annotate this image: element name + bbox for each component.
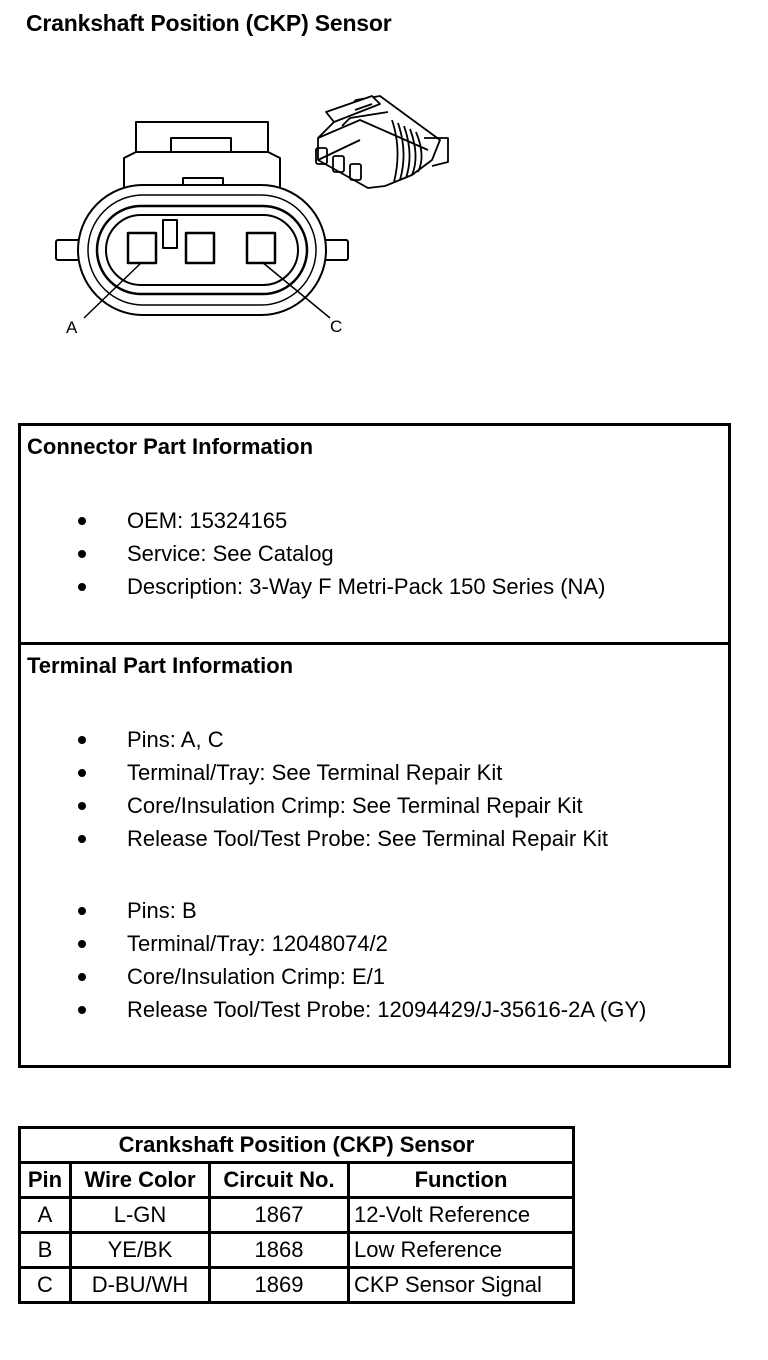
list-item: Pins: B [21, 894, 728, 927]
page-title: Crankshaft Position (CKP) Sensor [26, 10, 392, 36]
connector-face-drawing [55, 121, 349, 319]
list-item: Terminal/Tray: 12048074/2 [21, 927, 728, 960]
connector-part-list: OEM: 15324165 Service: See Catalog Descr… [21, 504, 728, 603]
circuit-number-cell: 1869 [208, 1266, 350, 1304]
bullet-icon [78, 907, 86, 915]
connector-diagram: A C [0, 60, 768, 360]
pin-cell: B [18, 1231, 72, 1269]
list-item: Terminal/Tray: See Terminal Repair Kit [21, 756, 728, 789]
pin-cell: A [18, 1196, 72, 1234]
table-caption: Crankshaft Position (CKP) Sensor [18, 1126, 575, 1164]
terminal-group-pin-b: Pins: B Terminal/Tray: 12048074/2 Core/I… [21, 894, 728, 1026]
function-cell: CKP Sensor Signal [347, 1266, 575, 1304]
list-item: Description: 3-Way F Metri-Pack 150 Seri… [21, 570, 728, 603]
bullet-icon [78, 973, 86, 981]
bullet-icon [78, 1006, 86, 1014]
list-item: Service: See Catalog [21, 537, 728, 570]
wire-color-cell: YE/BK [69, 1231, 211, 1269]
pin-label-a: A [66, 318, 78, 337]
connector-isometric-drawing [315, 95, 449, 189]
list-item: OEM: 15324165 [21, 504, 728, 537]
bullet-icon [78, 835, 86, 843]
connector-part-info-section: Connector Part Information OEM: 15324165… [21, 426, 728, 645]
column-header-wire-color: Wire Color [69, 1161, 211, 1199]
bullet-icon [78, 769, 86, 777]
table-row: B YE/BK 1868 Low Reference [18, 1231, 575, 1269]
column-header-circuit-no: Circuit No. [208, 1161, 350, 1199]
list-item: Release Tool/Test Probe: See Terminal Re… [21, 822, 728, 855]
bullet-icon [78, 583, 86, 591]
terminal-group-pins-a-c: Pins: A, C Terminal/Tray: See Terminal R… [21, 723, 728, 855]
column-header-function: Function [347, 1161, 575, 1199]
function-cell: Low Reference [347, 1231, 575, 1269]
table-row: C D-BU/WH 1869 CKP Sensor Signal [18, 1266, 575, 1304]
list-item: Pins: A, C [21, 723, 728, 756]
function-cell: 12-Volt Reference [347, 1196, 575, 1234]
pin-function-table: Crankshaft Position (CKP) Sensor Pin Wir… [18, 1126, 575, 1304]
pin-label-c: C [330, 317, 342, 336]
pin-cell: C [18, 1266, 72, 1304]
bullet-icon [78, 550, 86, 558]
column-header-pin: Pin [18, 1161, 72, 1199]
bullet-icon [78, 940, 86, 948]
part-information-box: Connector Part Information OEM: 15324165… [18, 423, 731, 1068]
bullet-icon [78, 517, 86, 525]
wire-color-cell: L-GN [69, 1196, 211, 1234]
bullet-icon [78, 736, 86, 744]
list-item: Core/Insulation Crimp: E/1 [21, 960, 728, 993]
list-item: Core/Insulation Crimp: See Terminal Repa… [21, 789, 728, 822]
list-item: Release Tool/Test Probe: 12094429/J-3561… [21, 993, 728, 1026]
table-row: A L-GN 1867 12-Volt Reference [18, 1196, 575, 1234]
wire-color-cell: D-BU/WH [69, 1266, 211, 1304]
circuit-number-cell: 1868 [208, 1231, 350, 1269]
terminal-part-info-heading: Terminal Part Information [27, 653, 294, 678]
table-header-row: Pin Wire Color Circuit No. Function [18, 1161, 575, 1199]
terminal-part-info-section: Terminal Part Information Pins: A, C Ter… [21, 645, 728, 1065]
circuit-number-cell: 1867 [208, 1196, 350, 1234]
connector-part-info-heading: Connector Part Information [27, 434, 314, 459]
bullet-icon [78, 802, 86, 810]
